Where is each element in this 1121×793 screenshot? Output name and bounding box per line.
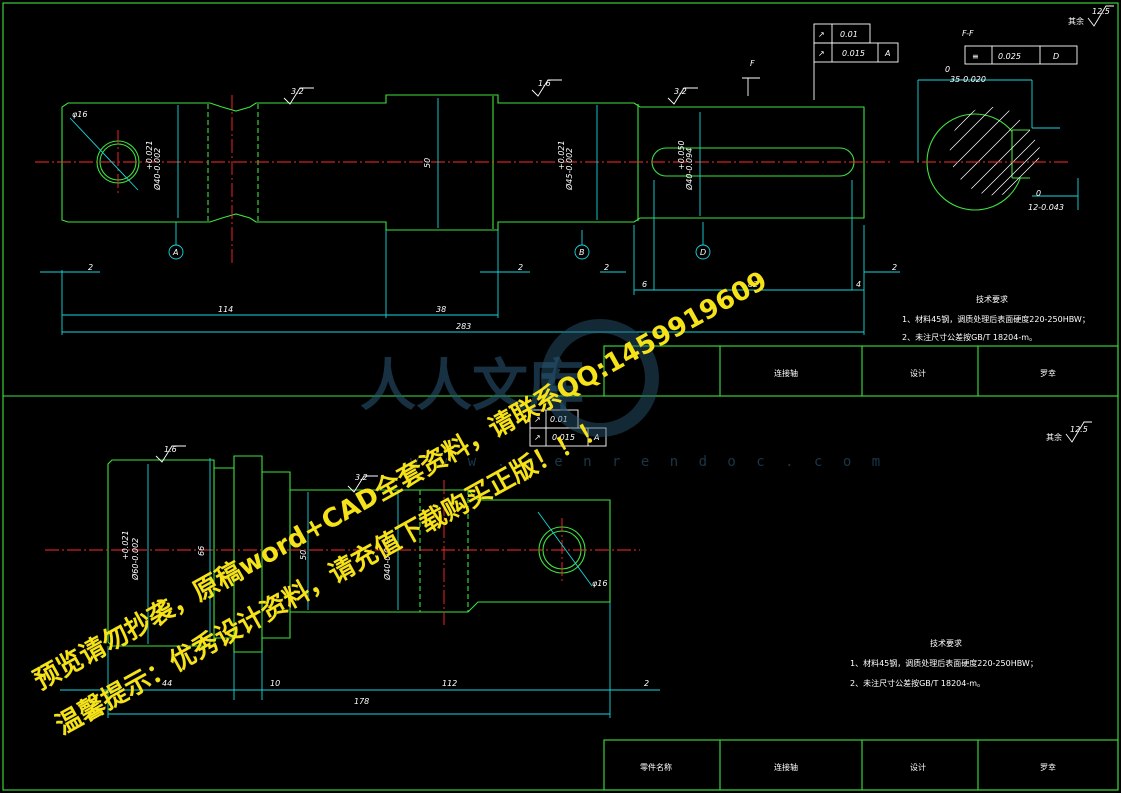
lower-tech-requirements: 技术要求 1、材料45钢，调质处理后表面硬度220-250HBW； 2、未注尺寸… (850, 638, 1038, 688)
lower-dimensions (60, 458, 660, 718)
dim-len-2c: 2 (604, 263, 609, 272)
datum-b: B (579, 248, 585, 257)
upper-fcf: ↗ 0.01 ↗ 0.015 A (813, 23, 899, 100)
dim-len-114: 114 (218, 305, 233, 314)
lower-designer-name: 罗幸 (1040, 763, 1056, 772)
dim-len-10: 10 (270, 679, 280, 688)
svg-text:12.5: 12.5 (1070, 425, 1088, 434)
warning-watermark: 预览请勿抄袭，原稿word+CAD全套资料，请联系QQ:1459919609 温… (28, 265, 772, 741)
dim-len-6: 6 (642, 280, 647, 289)
dim-pin-dia: φ16 (72, 110, 87, 119)
svg-text:其余: 其余 (1068, 16, 1084, 26)
dim-tol-e: Ø40-0.002 (382, 538, 392, 581)
upper-tech-requirements: 技术要求 1、材料45钢，调质处理后表面硬度220-250HBW； 2、未注尺寸… (902, 294, 1090, 342)
roughness-2: 1.6 (538, 79, 551, 88)
dim-tol-b-up: +0.021 (557, 140, 566, 170)
svg-text:0: 0 (1036, 189, 1041, 198)
svg-text:F: F (750, 59, 755, 68)
svg-text:12.5: 12.5 (1092, 7, 1110, 16)
svg-text:0: 0 (945, 65, 950, 74)
dim-tol-a-up: +0.021 (145, 140, 154, 170)
svg-text:12-0.043: 12-0.043 (1028, 203, 1064, 212)
svg-text:35-0.020: 35-0.020 (950, 75, 986, 84)
section-f-f: F-F ≡ 0.025 D (900, 29, 1079, 212)
dim-tol-a: Ø40-0.002 (152, 148, 162, 191)
datum-a: A (172, 248, 178, 257)
lower-tech-line1: 1、材料45钢，调质处理后表面硬度220-250HBW； (850, 658, 1038, 668)
dim-len-82: 82 (748, 280, 758, 289)
svg-text:A: A (884, 49, 890, 58)
upper-dim-text: φ16 Ø40-0.002 +0.021 50 Ø45-0.002 +0.021… (72, 110, 897, 331)
svg-text:0.01: 0.01 (840, 30, 858, 39)
upper-tech-line1: 1、材料45钢，调质处理后表面硬度220-250HBW； (902, 314, 1090, 324)
lower-roughness: 1.6 3.2 (155, 445, 378, 493)
roughness-3: 3.2 (674, 87, 687, 96)
svg-text:0.015: 0.015 (552, 433, 575, 442)
dim-tol-b: Ø45-0.002 (564, 148, 574, 191)
logo-text: 人人文库 (360, 354, 584, 419)
lower-rest-roughness: 其余 12.5 (1046, 421, 1092, 443)
lower-dim-text: Ø60-0.002 +0.021 66 50 Ø40-0.002 φ16 44 … (121, 530, 649, 706)
datum-d: D (700, 248, 706, 257)
dim-h50-lower: 50 (299, 550, 308, 560)
section-title: F-F (962, 29, 974, 38)
upper-roughness: 3.2 1.6 3.2 (283, 79, 698, 105)
dim-len-2-lower: 2 (644, 679, 649, 688)
svg-text:3.2: 3.2 (355, 473, 368, 482)
dim-len-2a: 2 (88, 263, 93, 272)
section-arrow-f: F (742, 59, 760, 96)
dim-h50: 50 (423, 158, 432, 168)
lower-part-label: 零件名称 (640, 762, 672, 772)
dim-len-44: 44 (162, 679, 172, 688)
site-logo-watermark: 人人文库 w w w . r e n r e n d o c . c o m (360, 319, 886, 470)
dim-len-2b: 2 (518, 263, 523, 272)
svg-text:0.025: 0.025 (998, 52, 1021, 61)
svg-text:≡: ≡ (972, 52, 979, 61)
dim-tol-d: Ø40-0.094 (684, 148, 694, 191)
dim-tol-c-up: +0.021 (121, 530, 130, 560)
dim-len-2d: 2 (892, 263, 897, 272)
dim-tol-c: Ø60-0.002 (130, 538, 140, 581)
dim-pin-dia-lower: φ16 (592, 579, 607, 588)
upper-tech-line2: 2、未注尺寸公差按GB/T 18204-m。 (902, 332, 1037, 342)
lower-fcf: ↗ 0.01 ↗ 0.015 A (529, 409, 607, 447)
dim-len-38: 38 (436, 305, 446, 314)
upper-title-block: 连接轴 设计 罗幸 (603, 345, 1119, 397)
dim-len-283: 283 (456, 322, 471, 331)
lower-part-name: 连接轴 (774, 762, 798, 772)
upper-design-label: 设计 (910, 368, 926, 378)
lower-tech-title: 技术要求 (930, 638, 962, 648)
upper-designer-name: 罗幸 (1040, 369, 1056, 378)
svg-text:0.01: 0.01 (550, 415, 568, 424)
upper-dimensions (40, 98, 900, 335)
svg-text:↗: ↗ (818, 49, 825, 58)
dim-len-112: 112 (442, 679, 457, 688)
upper-tech-title: 技术要求 (976, 294, 1008, 304)
svg-text:D: D (1053, 52, 1059, 61)
svg-text:1.6: 1.6 (164, 445, 177, 454)
upper-shaft-outline (61, 94, 865, 231)
svg-text:↗: ↗ (534, 415, 541, 424)
upper-part-name: 连接轴 (774, 368, 798, 378)
svg-text:A: A (593, 433, 599, 442)
watermark-line1: 预览请勿抄袭，原稿word+CAD全套资料，请联系QQ:1459919609 (28, 265, 772, 696)
dim-tol-d-up: +0.050 (677, 140, 686, 170)
dim-len-178: 178 (354, 697, 369, 706)
lower-tech-line2: 2、未注尺寸公差按GB/T 18204-m。 (850, 678, 985, 688)
svg-text:0.015: 0.015 (842, 49, 865, 58)
svg-text:↗: ↗ (818, 30, 825, 39)
roughness-1: 3.2 (291, 87, 304, 96)
dim-h66: 66 (197, 546, 206, 556)
svg-text:其余: 其余 (1046, 432, 1062, 442)
lower-title-block: 零件名称 连接轴 设计 罗幸 (603, 739, 1119, 791)
svg-text:↗: ↗ (534, 433, 541, 442)
logo-url: w w w . r e n r e n d o c . c o m (410, 454, 886, 470)
dim-len-4: 4 (856, 280, 861, 289)
lower-design-label: 设计 (910, 762, 926, 772)
upper-rest-roughness: 其余 12.5 (1068, 5, 1114, 27)
